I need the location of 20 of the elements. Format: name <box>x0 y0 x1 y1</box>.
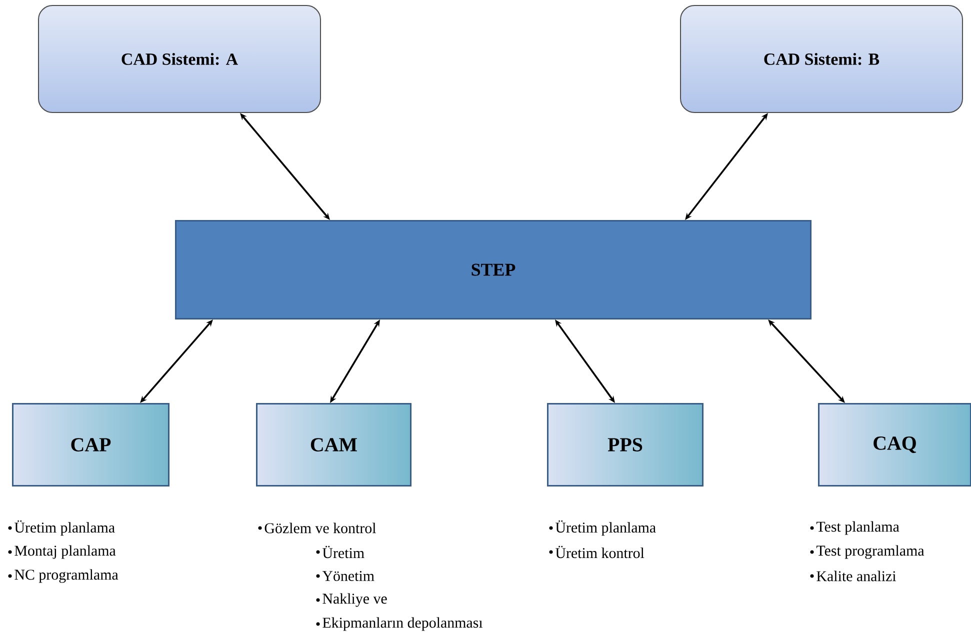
system-box: CAD Sistemi: A <box>38 5 321 113</box>
list-item: Kalite analizi <box>810 570 896 582</box>
list-item: Test programlama <box>810 545 924 559</box>
list-item: NC programlama <box>8 569 118 583</box>
exchange-bar: STEP <box>175 220 812 320</box>
list-item: Gözlem ve kontrol <box>258 522 376 534</box>
list-item: Test planlama <box>810 521 900 535</box>
list-item: Üretim <box>316 546 364 558</box>
system-box: CAD Sistemi: B <box>680 5 963 113</box>
list-item: Nakliye ve <box>316 593 387 607</box>
module-box: PPS <box>547 403 704 486</box>
module-box: CAQ <box>818 403 971 486</box>
module-box: CAM <box>256 403 412 486</box>
list-item: Montaj planlama <box>8 545 116 559</box>
module-box: CAP <box>12 403 170 486</box>
list-item: Yönetim <box>316 571 374 582</box>
list-item: Üretim kontrol <box>549 546 644 558</box>
list-item: Üretim planlama <box>8 520 115 536</box>
list-item: Üretim planlama <box>549 520 656 536</box>
list-item: Ekipmanların depolanması <box>316 617 483 631</box>
